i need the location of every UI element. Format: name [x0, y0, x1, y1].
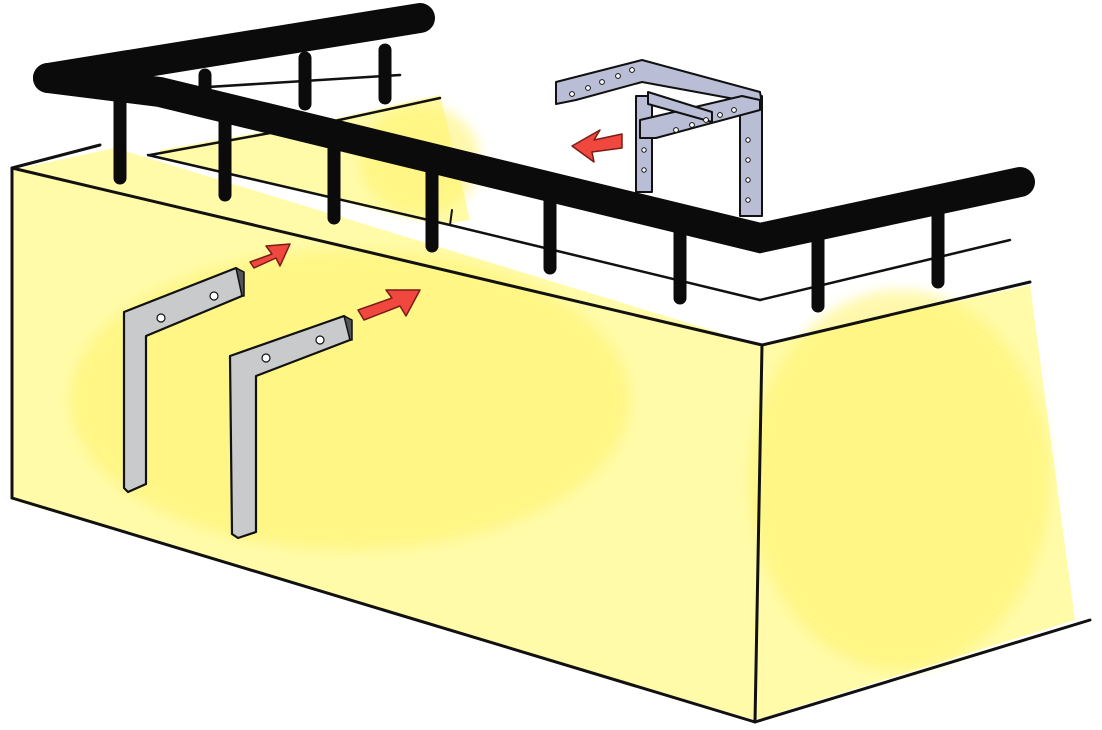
- wall-top-side-edge: [760, 280, 1032, 347]
- wash-blob-2: [70, 250, 630, 550]
- railing: [33, 3, 1035, 313]
- ledge-inner-line-2: [758, 238, 1012, 302]
- railing-posts: [113, 43, 945, 313]
- frame-bracket-holes: [569, 67, 751, 203]
- frame-bracket-post-left: [635, 95, 653, 193]
- railing-front-bar: [33, 63, 1035, 254]
- wall-corner-edge: [753, 343, 764, 724]
- frame-bracket-inner-arm: [647, 91, 713, 123]
- wash-blob-1: [750, 290, 1050, 670]
- ledge-back-post-line: [449, 209, 453, 226]
- l-bracket-icon: [122, 266, 353, 540]
- red-arrow-icon: [357, 289, 421, 321]
- l-bracket-right: [228, 314, 353, 540]
- wall-top-front-edge: [10, 143, 764, 347]
- frame-bracket-icon: [555, 59, 763, 217]
- l-bracket-left: [122, 266, 245, 494]
- red-arrow-icon: [571, 129, 623, 163]
- red-arrow-icon: [249, 243, 291, 269]
- arrows: [249, 129, 623, 321]
- frame-bracket-top-arm: [555, 59, 763, 105]
- railing-back-bar: [33, 3, 435, 93]
